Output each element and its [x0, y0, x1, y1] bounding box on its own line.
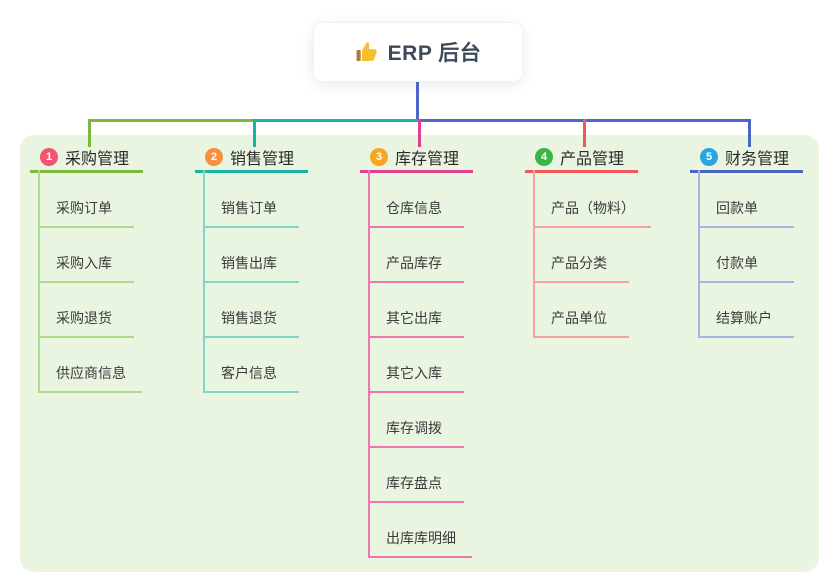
branch-children: 仓库信息产品库存其它出库其它入库库存调拨库存盘点出库库明细: [368, 170, 520, 558]
child-row: 付款单: [698, 228, 839, 283]
child-row: 采购退货: [38, 283, 190, 338]
child-node[interactable]: 客户信息: [203, 363, 299, 393]
child-node[interactable]: 库存调拨: [368, 418, 464, 448]
connector-bus-segment-green: [88, 119, 253, 122]
child-row: 销售订单: [203, 173, 355, 228]
child-row: 库存盘点: [368, 448, 520, 503]
branch-node-5[interactable]: 5 财务管理: [690, 146, 803, 173]
child-node[interactable]: 产品（物料）: [533, 198, 651, 228]
branch-number-badge: 2: [205, 147, 223, 166]
child-row: 销售出库: [203, 228, 355, 283]
branch-children: 销售订单销售出库销售退货客户信息: [203, 170, 355, 393]
thumbs-up-icon: [355, 40, 379, 64]
branch-column-5: 5 财务管理回款单付款单结算账户: [690, 146, 839, 338]
canvas-panel: [20, 135, 819, 572]
connector-branch-drop-5: [748, 119, 751, 147]
child-row: 客户信息: [203, 338, 355, 393]
child-node[interactable]: 库存盘点: [368, 473, 464, 503]
child-row: 其它入库: [368, 338, 520, 393]
child-row: 其它出库: [368, 283, 520, 338]
child-node[interactable]: 采购入库: [38, 253, 134, 283]
child-node[interactable]: 供应商信息: [38, 363, 142, 393]
child-node[interactable]: 出库库明细: [368, 528, 472, 558]
connector-branch-drop-1: [88, 119, 91, 147]
child-row: 产品分类: [533, 228, 685, 283]
child-row: 结算账户: [698, 283, 839, 338]
branch-node-2[interactable]: 2 销售管理: [195, 146, 308, 173]
branch-children: 采购订单采购入库采购退货供应商信息: [38, 170, 190, 393]
child-node[interactable]: 结算账户: [698, 308, 794, 338]
children-rail-line: [368, 170, 370, 558]
child-row: 产品库存: [368, 228, 520, 283]
branch-column-2: 2 销售管理销售订单销售出库销售退货客户信息: [195, 146, 355, 393]
branch-node-label: 采购管理: [65, 150, 130, 168]
child-row: 出库库明细: [368, 503, 520, 558]
child-row: 采购入库: [38, 228, 190, 283]
connector-branch-drop-4: [583, 119, 586, 147]
child-row: 产品（物料）: [533, 173, 685, 228]
children-rail-line: [698, 170, 700, 338]
branch-node-label: 财务管理: [725, 150, 790, 168]
branch-node-label: 销售管理: [230, 150, 295, 168]
child-node[interactable]: 产品单位: [533, 308, 629, 338]
child-row: 采购订单: [38, 173, 190, 228]
child-row: 供应商信息: [38, 338, 190, 393]
branch-node-4[interactable]: 4 产品管理: [525, 146, 638, 173]
child-row: 销售退货: [203, 283, 355, 338]
branch-node-3[interactable]: 3 库存管理: [360, 146, 473, 173]
children-rail-line: [203, 170, 205, 393]
child-row: 回款单: [698, 173, 839, 228]
branch-node-label: 产品管理: [560, 150, 625, 168]
child-node[interactable]: 采购退货: [38, 308, 134, 338]
child-node[interactable]: 产品分类: [533, 253, 629, 283]
children-rail-line: [38, 170, 40, 393]
child-node[interactable]: 销售退货: [203, 308, 299, 338]
connector-bus-segment-teal: [253, 119, 418, 122]
branch-column-3: 3 库存管理仓库信息产品库存其它出库其它入库库存调拨库存盘点出库库明细: [360, 146, 520, 558]
root-node[interactable]: ERP 后台: [313, 22, 523, 82]
child-row: 仓库信息: [368, 173, 520, 228]
child-node[interactable]: 回款单: [698, 198, 794, 228]
branch-column-4: 4 产品管理产品（物料） 产品分类产品单位: [525, 146, 685, 338]
child-node[interactable]: 其它入库: [368, 363, 464, 393]
branch-column-1: 1 采购管理采购订单采购入库采购退货供应商信息: [30, 146, 190, 393]
children-rail-line: [533, 170, 535, 338]
branch-number-badge: 4: [535, 147, 553, 166]
branch-children: 回款单付款单结算账户: [698, 170, 839, 338]
child-node[interactable]: 付款单: [698, 253, 794, 283]
branch-node-label: 库存管理: [395, 150, 460, 168]
branch-children: 产品（物料） 产品分类产品单位: [533, 170, 685, 338]
child-node[interactable]: 采购订单: [38, 198, 134, 228]
branch-number-badge: 1: [40, 147, 58, 166]
child-row: 产品单位: [533, 283, 685, 338]
connector-branch-drop-3: [418, 119, 421, 147]
child-node[interactable]: 产品库存: [368, 253, 464, 283]
branch-number-badge: 3: [370, 147, 388, 166]
branch-number-badge: 5: [700, 147, 718, 166]
child-node[interactable]: 仓库信息: [368, 198, 464, 228]
branch-node-1[interactable]: 1 采购管理: [30, 146, 143, 173]
connector-root-drop: [416, 82, 419, 120]
child-node[interactable]: 销售出库: [203, 253, 299, 283]
connector-branch-drop-2: [253, 119, 256, 147]
child-node[interactable]: 其它出库: [368, 308, 464, 338]
child-row: 库存调拨: [368, 393, 520, 448]
child-node[interactable]: 销售订单: [203, 198, 299, 228]
root-node-label: ERP 后台: [387, 42, 482, 65]
